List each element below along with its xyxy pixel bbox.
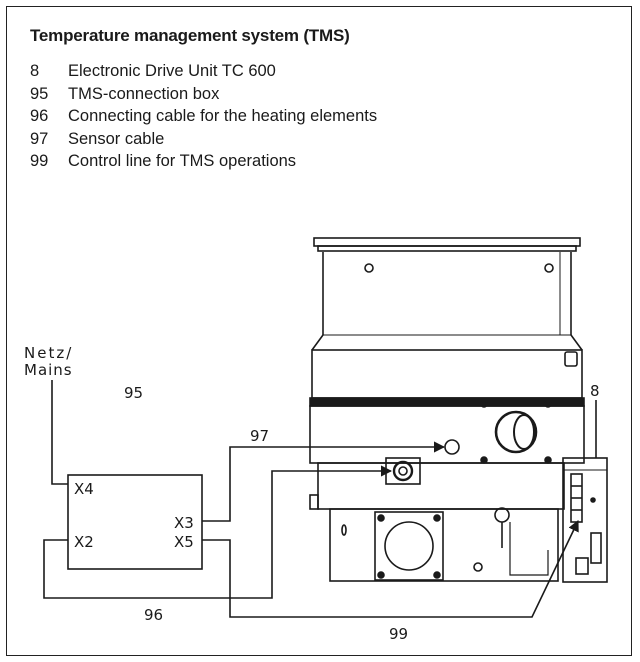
legend-number: 99 <box>30 152 49 170</box>
mains-label-line2: Mains <box>24 361 73 379</box>
tms-connection-box <box>67 474 203 570</box>
legend-item: 96 Connecting cable for the heating eleme… <box>30 105 377 128</box>
pump-base-cover <box>384 521 434 571</box>
pump-flange-port <box>494 410 538 454</box>
pump-screw <box>544 263 554 273</box>
ref-96-label: 96 <box>144 606 163 624</box>
legend-text: Connecting cable for the heating element… <box>68 107 378 125</box>
heating-cable-96 <box>43 465 393 599</box>
pump-bolt <box>544 400 552 408</box>
pump-port-bore <box>513 414 535 450</box>
turbopump-drawing <box>309 237 585 582</box>
pump-small-screw <box>473 562 483 572</box>
legend-list: 8 Electronic Drive Unit TC 600 95 TMS-conn… <box>30 60 377 173</box>
legend-text: TMS-connection box <box>68 84 220 103</box>
pump-base-upper <box>317 462 565 510</box>
ref-97-label: 97 <box>250 427 269 445</box>
heater-plug <box>392 460 414 482</box>
ref-99-label: 99 <box>389 625 408 643</box>
legend-item: 8 Electronic Drive Unit TC 600 <box>30 60 377 83</box>
pump-bolt <box>480 456 488 464</box>
legend-number: 8 <box>30 62 40 80</box>
pump-taper <box>311 334 583 351</box>
pump-slot <box>341 524 347 536</box>
ref-8-label: 8 <box>590 382 600 400</box>
pump-drain <box>309 494 319 510</box>
legend-number: 97 <box>30 129 49 148</box>
wiring <box>43 380 597 618</box>
drive-unit-socket <box>575 557 589 575</box>
heater-plug-core <box>398 466 408 476</box>
legend-number: 96 <box>30 107 49 125</box>
port-x3-label: X3 <box>174 514 194 532</box>
legend-item: 97 Sensor cable <box>30 128 377 151</box>
drive-unit-panel <box>590 532 602 564</box>
port-x2-label: X2 <box>74 533 94 551</box>
pump-bolt <box>480 400 488 408</box>
sensor-cable-97 <box>202 441 446 522</box>
pump-side-valve <box>564 351 578 367</box>
cooling-line <box>509 522 549 576</box>
port-x4-label: X4 <box>74 480 94 498</box>
port-x5-label: X5 <box>174 533 194 551</box>
pump-top-flange <box>313 237 581 247</box>
legend-item: 95 TMS-connection box <box>30 83 377 106</box>
pump-lower-body <box>309 405 585 464</box>
pump-base-plate <box>374 511 444 581</box>
control-line-99 <box>202 519 579 618</box>
box-ref-label: 95 <box>124 384 143 402</box>
legend-text: Sensor cable <box>68 129 165 148</box>
mains-cable <box>51 380 68 485</box>
pump-flange-ring <box>317 245 577 252</box>
legend-number: 95 <box>30 84 49 103</box>
figure-title: Temperature management system (TMS) <box>30 26 350 45</box>
pump-band <box>309 397 585 407</box>
cooling-valve <box>494 507 510 523</box>
legend-text: Electronic Drive Unit TC 600 <box>68 62 276 80</box>
figure-frame <box>6 6 632 656</box>
drive-unit-tc600 <box>562 457 608 583</box>
legend-item: 99 Control line for TMS operations <box>30 150 377 173</box>
legend-text: Control line for TMS operations <box>68 152 297 170</box>
temperature-sensor <box>444 439 460 455</box>
mains-label-line1: Netz/ <box>24 344 73 362</box>
pump-base-lower <box>329 508 559 582</box>
pump-bolt <box>544 456 552 464</box>
pump-screw <box>364 263 374 273</box>
pump-mid-section <box>311 349 583 399</box>
drive-unit-housing <box>562 457 608 583</box>
